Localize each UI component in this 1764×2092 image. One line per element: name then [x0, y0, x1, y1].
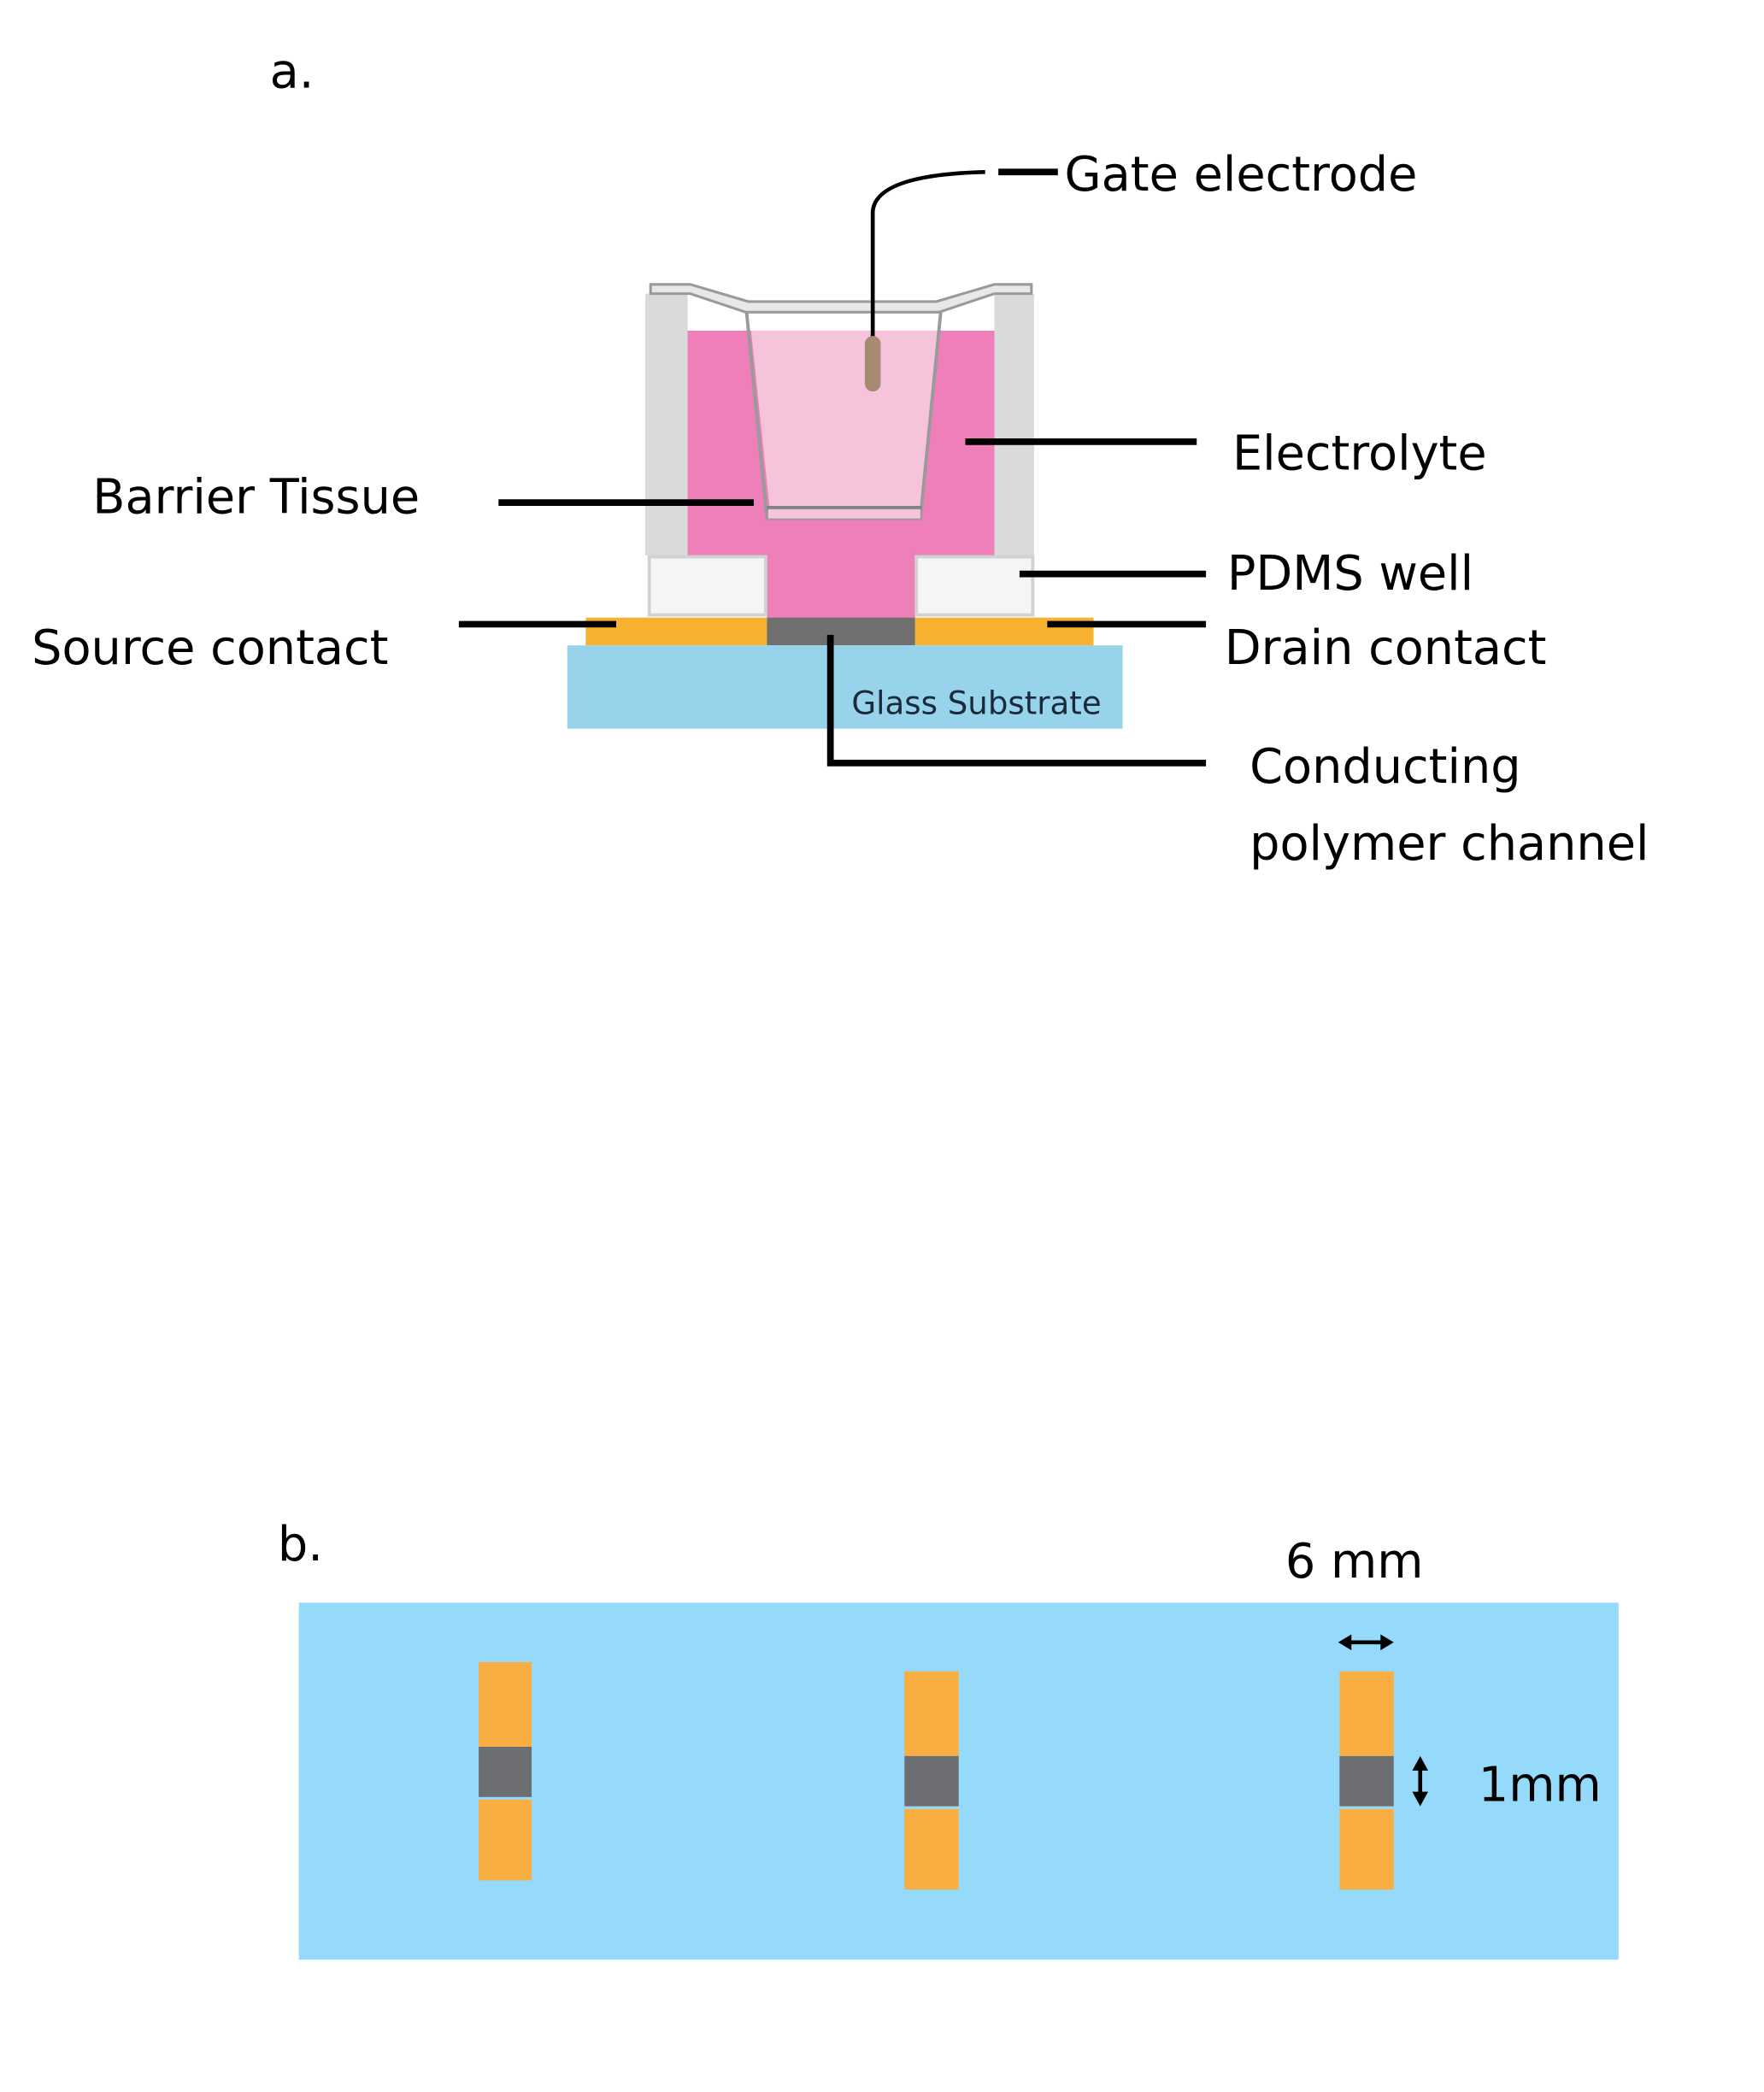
drain-contact-label: Drain contact: [1225, 620, 1547, 676]
insert-rim: [649, 283, 1033, 314]
insert-inner-electrolyte: [750, 330, 939, 508]
panel-b-label: b.: [278, 1517, 323, 1572]
gate-wire: [870, 169, 985, 347]
pdms-block-right: [914, 555, 1035, 617]
electrolyte-label: Electrolyte: [1232, 426, 1487, 481]
gate-electrode-label: Gate electrode: [1065, 147, 1418, 203]
width-dimension-label: 6 mm: [1285, 1534, 1424, 1590]
device-3: [1339, 1671, 1394, 1890]
device-2: [904, 1671, 959, 1890]
conducting-polymer-channel: [767, 617, 915, 646]
device-2-source-pad: [904, 1671, 959, 1756]
device-1: [479, 1662, 532, 1881]
device-1-source-pad: [479, 1662, 532, 1748]
panel-a: a. Glass: [32, 44, 1649, 872]
holder-left-wall: [645, 293, 688, 555]
electrolyte-well: [767, 552, 915, 620]
pdms-block-left: [647, 555, 767, 617]
cell-culture-insert: [649, 283, 1033, 520]
panel-b: b. 6 mm: [278, 1517, 1619, 1960]
holder-right-wall: [994, 293, 1034, 555]
conducting-polymer-label-line2: polymer channel: [1250, 816, 1649, 872]
device-3-drain-pad: [1339, 1808, 1394, 1890]
glass-substrate-label: Glass Substrate: [851, 685, 1101, 722]
gate-electrode-tip: [864, 336, 881, 392]
pdms-well-label: PDMS well: [1227, 546, 1473, 602]
source-contact-label: Source contact: [32, 620, 388, 676]
gate-electrode: [864, 169, 985, 392]
transwell-holder: [645, 293, 1034, 555]
membrane-underlayer: [767, 508, 920, 519]
device-2-channel: [904, 1755, 959, 1807]
width-dimension-arrow-icon: [1338, 1634, 1394, 1651]
device-3-source-pad: [1339, 1671, 1394, 1756]
channel-leader: [826, 634, 1207, 767]
panel-a-label: a.: [270, 44, 315, 99]
device-1-drain-pad: [479, 1799, 532, 1881]
conducting-polymer-label-line1: Conducting: [1250, 739, 1520, 795]
barrier-tissue-label: Barrier Tissue: [92, 469, 420, 525]
channel-length-arrow-icon: [1412, 1755, 1429, 1807]
device-2-drain-pad: [904, 1808, 959, 1890]
channel-length-label: 1mm: [1479, 1757, 1602, 1813]
device-1-channel: [479, 1747, 532, 1797]
device-3-channel: [1339, 1755, 1394, 1807]
glass-substrate: [567, 645, 1123, 729]
